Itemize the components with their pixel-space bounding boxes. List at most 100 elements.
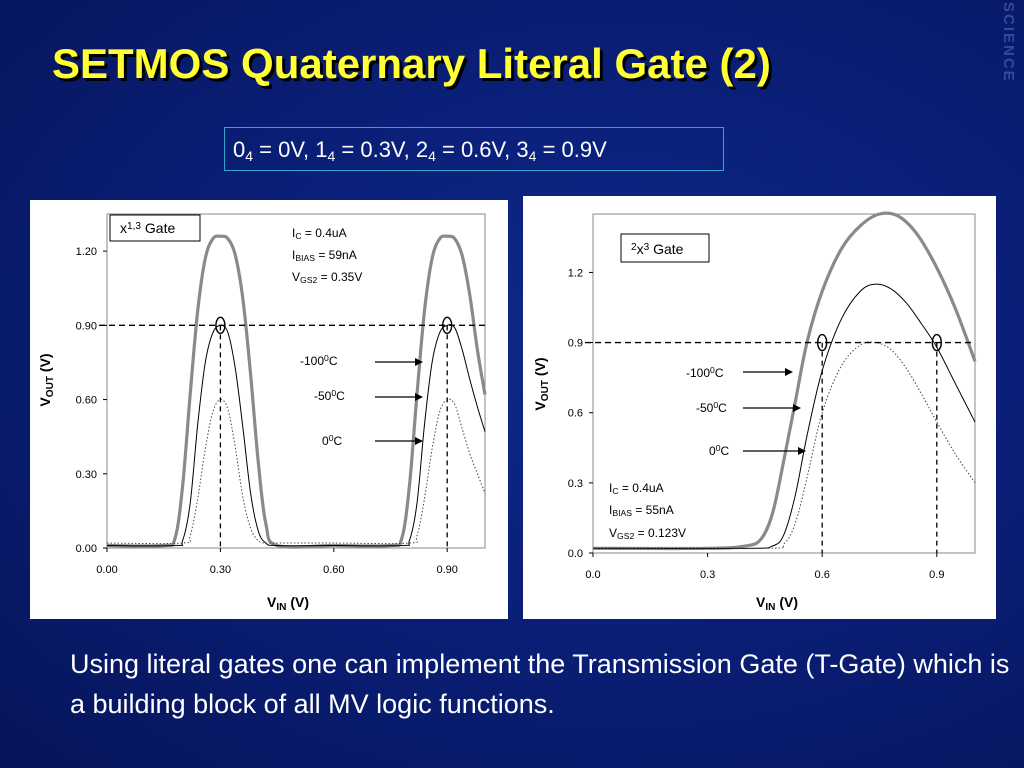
chart1-y-tick-label: 0.00 — [76, 543, 97, 555]
chart2-series-line-thick-gray — [592, 211, 977, 551]
chart1-y-axis-title-part: V — [37, 397, 53, 407]
chart2-param-vgs2: VGS2 = 0.123V — [609, 526, 686, 541]
chart1-gate-label-part: x — [120, 220, 127, 236]
chart2-temp-label: 00C — [709, 443, 729, 458]
chart2-temp-label-part: -50 — [696, 401, 714, 415]
chart2-y-tick-label: 0.0 — [568, 548, 583, 560]
chart1-temp-arrow-head — [415, 358, 423, 366]
chart2-y-tick-label: 0.9 — [568, 338, 583, 350]
chart1-x-axis-title-part: V — [267, 594, 277, 610]
chart2-temp-label-part: C — [718, 401, 727, 415]
chart1-param-ibias: IBIAS = 59nA — [292, 248, 357, 263]
chart1-plot-frame — [106, 213, 486, 549]
chart2-param-vgs2-sub: GS2 — [617, 531, 634, 541]
chart1-series-line-thin-dotted — [106, 398, 486, 545]
chart2-x-axis-title-part: (V) — [775, 594, 798, 610]
decorative-side-text: SCIENCE — [1000, 2, 1017, 83]
chart1-param-vgs2-sub: GS2 — [300, 275, 317, 285]
chart2-x-tick-label: 0.3 — [700, 569, 715, 581]
chart1-y-tick-label: 0.90 — [76, 320, 97, 332]
chart1-temp-arrow-head — [415, 393, 423, 401]
chart2-y-axis-title-sub: OUT — [540, 379, 551, 401]
chart2-gate-label: 2x3 Gate — [631, 241, 684, 257]
chart1-temp-label-part: 0 — [322, 434, 329, 448]
logic-1-value: = 0.3V, — [335, 137, 416, 162]
chart2-temp-label-part: C — [720, 444, 729, 458]
chart1-param-ic-part: = 0.4uA — [302, 226, 347, 240]
chart1-series-line-thick-gray — [106, 234, 487, 549]
chart1-temp-label-sup: 0 — [324, 353, 329, 363]
chart1-temp-arrow-head — [415, 437, 423, 445]
chart1-temp-label: 00C — [322, 433, 342, 448]
chart1-temp-label: -500C — [314, 388, 345, 403]
chart2-param-ic-part: I — [609, 481, 612, 495]
chart2-y-axis-title: VOUT (V) — [532, 357, 551, 410]
chart2-x-tick-label: 0.0 — [585, 569, 600, 581]
chart1-temp-label-part: -100 — [300, 354, 324, 368]
chart2-temp-label-part: 0 — [709, 444, 716, 458]
logic-3-digit: 3 — [516, 137, 529, 162]
chart1-x-tick-label: 0.90 — [436, 564, 457, 576]
chart2-x-tick-label: 0.6 — [815, 569, 830, 581]
chart2-marker-circle — [817, 333, 828, 352]
chart1-gate-label-sup: 1,3 — [127, 221, 141, 232]
chart2-temp-label-sup: 0 — [716, 443, 721, 453]
chart1-y-axis-title-part: (V) — [37, 353, 53, 376]
chart2-temp-label-part: C — [715, 366, 724, 380]
chart1-x-tick-label: 0.00 — [96, 564, 117, 576]
chart1-param-vgs2: VGS2 = 0.35V — [292, 270, 362, 285]
chart2-gate-label-part: x — [637, 241, 644, 257]
chart1-gate-label-box — [109, 214, 201, 242]
chart2-param-ic-part: = 0.4uA — [619, 481, 664, 495]
chart2-gate-label-box — [620, 233, 710, 263]
chart2-temp-label: -500C — [696, 400, 727, 415]
chart1-temp-label: -1000C — [300, 353, 338, 368]
chart1-x-axis-title-part: (V) — [286, 594, 309, 610]
chart1-temp-label-part: C — [333, 434, 342, 448]
chart1-param-ibias-part: I — [292, 248, 295, 262]
chart2-y-axis-title-part: V — [532, 401, 548, 411]
chart1-temp-label-part: -50 — [314, 389, 332, 403]
chart2-temp-arrow-head — [785, 368, 793, 376]
chart2-gate-label-sup: 2 — [631, 242, 637, 253]
slide-title: SETMOS Quaternary Literal Gate (2) — [52, 40, 771, 87]
chart2-gate-label-part: Gate — [649, 241, 683, 257]
chart1-x-axis-title-sub: IN — [276, 602, 286, 613]
chart1-y-axis-title: VOUT (V) — [37, 353, 56, 406]
chart1-marker-circle — [442, 316, 453, 335]
chart2-temp-arrow-head — [798, 447, 806, 455]
logic-3-value: = 0.9V — [536, 137, 607, 162]
chart2-series-line-thin-solid — [592, 283, 976, 549]
chart1-x-tick-label: 0.30 — [210, 564, 231, 576]
chart1-y-axis-title-sub: OUT — [45, 375, 56, 397]
chart1-param-ibias-part: = 59nA — [315, 248, 357, 262]
chart2-x-axis-title-sub: IN — [765, 602, 775, 613]
chart1-temp-label-sup: 0 — [331, 388, 336, 398]
chart2-temp-label: -1000C — [686, 365, 724, 380]
logic-2-radix: 4 — [428, 148, 436, 164]
chart2-param-ibias-part: = 55nA — [632, 503, 674, 517]
chart2-x-axis-title-part: V — [756, 594, 766, 610]
chart1-marker-circle — [215, 316, 226, 335]
chart2-y-tick-label: 0.6 — [568, 408, 583, 420]
logic-0-digit: 0 — [233, 137, 246, 162]
chart2-series-line-thin-dotted — [592, 341, 976, 550]
logic-0-radix: 4 — [245, 148, 254, 164]
chart1-y-tick-label: 0.60 — [76, 395, 97, 407]
chart1-param-ic: IC = 0.4uA — [292, 226, 347, 241]
chart2-plot-frame — [592, 213, 976, 554]
chart1-y-tick-label: 0.30 — [76, 469, 97, 481]
chart2-param-ic: IC = 0.4uA — [609, 481, 664, 496]
chart1-x-axis-title: VIN (V) — [267, 594, 309, 613]
logic-2-digit: 2 — [415, 137, 429, 162]
logic-2-value: = 0.6V, — [435, 137, 517, 162]
logic-1-radix: 4 — [327, 148, 336, 164]
chart2-param-ibias-part: I — [609, 503, 612, 517]
chart2-y-tick-label: 1.2 — [568, 267, 583, 279]
logic-3-radix: 4 — [528, 148, 537, 164]
chart1-param-vgs2-part: = 0.35V — [317, 270, 362, 284]
chart1-param-vgs2-part: V — [292, 270, 300, 284]
